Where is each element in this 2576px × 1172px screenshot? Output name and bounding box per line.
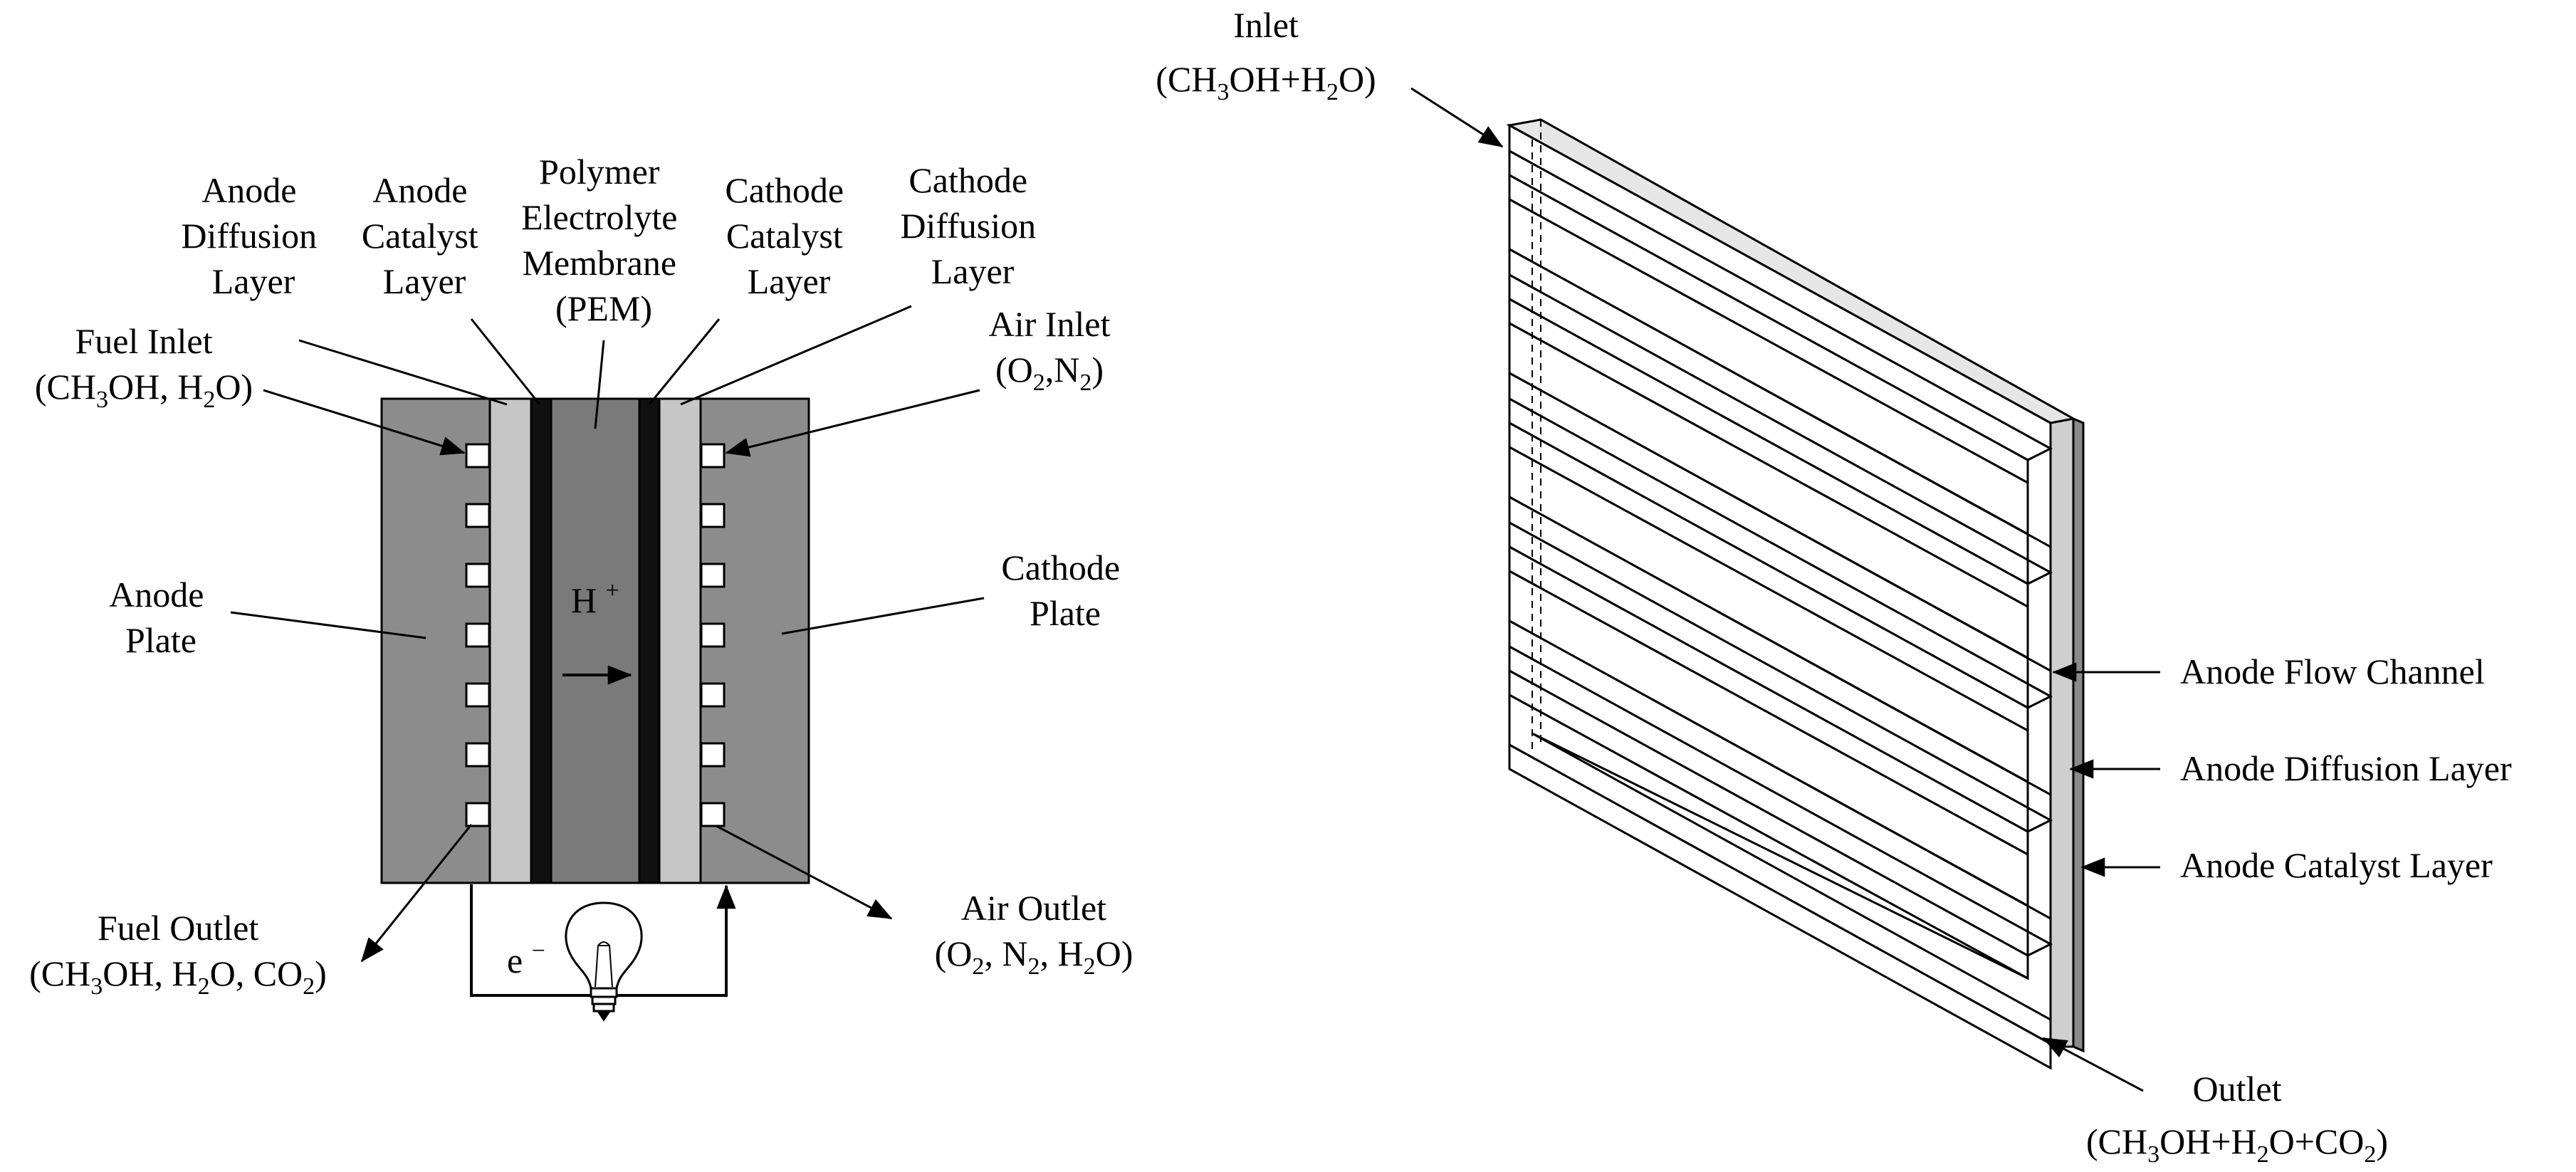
leader-cathode-catalyst: [648, 318, 721, 405]
anode-diffusion-layer-label: Anode Diffusion Layer: [181, 170, 325, 301]
anode-channel: [465, 622, 491, 648]
inlet-label: Inlet: [1233, 5, 1299, 45]
flow-channels: [1508, 123, 2053, 1070]
air-outlet-arrow: [716, 825, 893, 920]
anode-channels: [465, 443, 491, 827]
external-circuit-left: [470, 884, 595, 997]
anode-catalyst-layer-plate: [2072, 417, 2085, 1053]
anode-channel: [465, 563, 491, 588]
fuel-outlet-label: Fuel Outlet: [98, 908, 258, 948]
anode-catalyst-layer: [530, 397, 553, 884]
cathode-channel: [700, 742, 726, 768]
inlet-formula: (CH3OH+H2O): [1156, 59, 1376, 105]
serpentine-flow-field: Inlet (CH3OH+H2O): [1156, 5, 2512, 1168]
leader-pem: [594, 340, 605, 429]
anode-channel: [465, 742, 491, 768]
air-inlet-arrow: [725, 389, 980, 457]
cathode-channel: [700, 802, 726, 827]
external-circuit-right: [611, 884, 736, 997]
anode-diffusion-layer-label-right: Anode Diffusion Layer: [2180, 748, 2512, 788]
anode-catalyst-layer-label-right: Anode Catalyst Layer: [2180, 845, 2493, 885]
air-inlet-formula: (O2,N2): [995, 350, 1104, 396]
air-inlet-label: Air Inlet: [989, 304, 1111, 344]
dmfc-cross-section: H + Anode Diffusion Layer Anode Catalyst…: [29, 152, 1133, 1022]
leader-cathode-diffusion: [680, 305, 912, 406]
cathode-channel: [700, 622, 726, 648]
top-leader-lines: [298, 305, 912, 429]
cathode-channel: [700, 443, 726, 469]
cathode-catalyst-layer: [638, 397, 661, 884]
cathode-catalyst-layer-label: Cathode Catalyst Layer: [725, 170, 852, 301]
air-outlet-formula: (O2, N2, H2O): [935, 933, 1133, 980]
proton-label: H +: [571, 577, 619, 620]
cathode-plate-leader: [781, 597, 985, 635]
outlet-arrow: [2042, 1037, 2144, 1092]
anode-plate-label: Anode Plate: [109, 575, 213, 660]
fuel-outlet-formula: (CH3OH, H2O, CO2): [29, 953, 327, 1000]
fuel-inlet-label: Fuel Inlet: [75, 321, 212, 361]
leader-anode-diffusion: [298, 339, 508, 406]
anode-channel: [465, 802, 491, 827]
fuel-inlet-formula: (CH3OH, H2O): [35, 367, 253, 413]
cathode-channel: [700, 563, 726, 588]
outlet-label: Outlet: [2193, 1069, 2282, 1109]
anode-catalyst-layer-label: Anode Catalyst Layer: [362, 170, 487, 301]
inlet-arrow: [1410, 87, 1504, 148]
anode-diffusion-layer: [488, 397, 533, 884]
anode-flow-channel-label: Anode Flow Channel: [2180, 652, 2485, 691]
cathode-plate-label: Cathode Plate: [1001, 548, 1129, 633]
cathode-channel: [700, 503, 726, 528]
cathode-channels: [700, 443, 726, 827]
cathode-diffusion-layer-label: Cathode Diffusion Layer: [900, 160, 1044, 291]
leader-anode-catalyst: [470, 318, 541, 405]
cathode-channel: [700, 682, 726, 708]
pem-label: Polymer Electrolyte Membrane (PEM): [521, 152, 686, 328]
anode-channel: [465, 443, 491, 469]
pem-membrane: [550, 397, 641, 884]
electron-label: e −: [507, 938, 545, 980]
fuel-inlet-arrow: [263, 389, 466, 456]
cathode-diffusion-layer: [658, 397, 702, 884]
channel-edges: [1508, 120, 2052, 1068]
anode-channel: [465, 682, 491, 708]
outlet-formula: (CH3OH+H2O+CO2): [2086, 1121, 2388, 1168]
anode-channel: [465, 503, 491, 528]
light-bulb-icon: [565, 901, 643, 1022]
air-outlet-label: Air Outlet: [961, 888, 1106, 928]
anode-plate-leader: [230, 611, 426, 639]
fuel-outlet-arrow: [360, 824, 473, 963]
